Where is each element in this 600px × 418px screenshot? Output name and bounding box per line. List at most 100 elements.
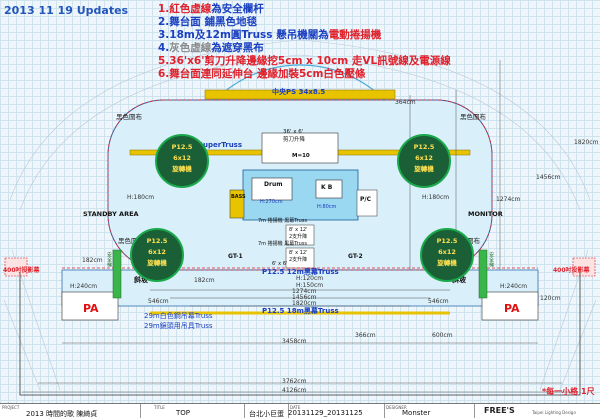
venue-value: 台北小巨蛋 <box>249 410 284 418</box>
note-segment: 5.36'x6'剪刀升降邊緣挖5cm x 10cm 走VL訊號線及電源線 <box>158 55 451 67</box>
dim-1456-b: 1456cm <box>292 294 317 301</box>
lift-8x12-a <box>285 224 315 246</box>
title-key: TITLE <box>154 405 165 410</box>
project-value: 2013 時間的歌 陳綺貞 <box>26 410 98 418</box>
kb-label: K B <box>321 184 333 191</box>
gt1-label: GT-1 <box>228 253 243 260</box>
title-cell: TITLE TOP <box>140 404 245 418</box>
note-segment: 6.舞台面連同延伸台 邊緣加裝5cm白色壓條 <box>158 68 366 80</box>
dim-1274: 1274cm <box>496 196 521 203</box>
safety-rail-stage <box>107 99 493 271</box>
screen-rotator-bl: P12.5 6x12 旋轉機 <box>130 228 184 282</box>
projector-left-frame <box>4 257 28 277</box>
standby-label: STANDBY AREA <box>83 210 139 218</box>
note-segment: 為安全欄杆 <box>211 3 264 15</box>
dim-182b: 182cm <box>194 277 215 284</box>
bass-label: BASS <box>231 194 246 200</box>
projector-right-label: 400吋投影幕 <box>553 267 590 274</box>
pa-right: PA <box>504 302 520 315</box>
center-ps-label: 中央PS 34x8.5 <box>272 88 326 96</box>
slope-right: 斜坡 <box>452 276 466 284</box>
projector-right-frame <box>572 257 596 277</box>
date-value: 20131129_20131125 <box>288 409 363 417</box>
dim-240-right: H:240cm <box>500 283 528 290</box>
kb-riser <box>315 179 343 199</box>
drum-height: H:270cm <box>260 199 283 205</box>
designer-cell: DESIGNER Monster <box>384 404 475 418</box>
black-curtain-bl: 黑色圍布 <box>118 237 144 245</box>
hoist-label-1: 7m 捲揚機 黑幕Truss <box>258 218 307 224</box>
venue-cell: 台北小巨蛋 <box>244 404 289 418</box>
dim-1456: 1456cm <box>536 174 561 181</box>
dim-3762: 3762cm <box>282 378 307 385</box>
riser-height: H:80cm <box>317 204 337 210</box>
date-cell: DATE 20131129_20131125 <box>288 404 385 418</box>
dim-3458: 3458cm <box>282 338 307 345</box>
note-segment: 3.18m及12m圓Truss 懸吊機關為 <box>158 29 329 41</box>
dim-120: 120cm <box>540 295 561 302</box>
center-ps-bar <box>204 89 396 100</box>
note-line: 4.灰色虛線為遮穿黑布 <box>158 42 451 55</box>
note-segment: 灰色虛線 <box>169 42 212 54</box>
drum-riser <box>251 177 293 201</box>
note-segment: 4. <box>158 42 170 54</box>
screen-rotator-tl: P12.5 6x12 旋轉機 <box>155 134 209 188</box>
black-truss-label: 29m鏡頭用吊具Truss <box>144 322 213 330</box>
dim-180-right: H:180cm <box>422 194 450 201</box>
projector-left-label: 400吋投影幕 <box>3 267 40 274</box>
designer-key: DESIGNER <box>386 405 407 410</box>
scissor-label: 36' x 6' <box>283 129 304 135</box>
lift-label-a: 8' x 12' <box>289 227 308 233</box>
project-cell: PROJECT 2013 時間的歌 陳綺貞 <box>0 404 141 418</box>
lift-label-b2: 2支升降 <box>289 257 308 263</box>
dim-h120: H:120cm <box>296 275 324 282</box>
lift-label-a2: 2支升降 <box>289 234 308 240</box>
dimension-lines <box>22 60 578 393</box>
screen-rotator-tr: P12.5 6x12 旋轉機 <box>397 134 451 188</box>
designer-value: Monster <box>402 409 431 417</box>
black-curtain-tr: 黑色圍布 <box>460 113 486 121</box>
date-key: DATE <box>290 405 301 410</box>
gt2-label: GT-2 <box>348 253 363 260</box>
scissor-label-2: 剪刀升降 <box>283 137 306 143</box>
dim-h150: H:150cm <box>296 282 324 289</box>
lift-label-b: 8' x 12' <box>289 250 308 256</box>
dim-1274-b: 1274cm <box>292 288 317 295</box>
scissor-label-3: M=10 <box>292 153 310 159</box>
company-logo: FREE'S <box>484 406 515 415</box>
dim-546-left: 546cm <box>148 298 169 305</box>
truss-18m-label: P12.5 18m黑幕Truss <box>262 307 339 315</box>
stage-6x6-label: 6' x 6' <box>272 261 288 267</box>
safety-ladder-right-label: 安全梯 <box>488 252 494 267</box>
floor-outline <box>19 272 581 396</box>
title-block: PROJECT 2013 時間的歌 陳綺貞 TITLE TOP 台北小巨蛋 DA… <box>0 403 600 418</box>
dim-240-left: H:240cm <box>70 283 98 290</box>
dim-1820-c: 1820cm <box>292 300 317 307</box>
note-segment: 為遮穿黑布 <box>211 42 264 54</box>
note-segment: 1. <box>158 3 170 15</box>
dim-546-right: 546cm <box>428 298 449 305</box>
note-line: 3.18m及12m圓Truss 懸吊機關為電動捲揚機 <box>158 29 451 42</box>
pc-label: P/C <box>360 196 371 203</box>
company-sub: Taipei Lighting Design <box>532 410 576 415</box>
dim-182-left: 182cm <box>82 257 103 264</box>
pc-riser <box>356 189 378 217</box>
logo-cell: FREE'S Taipei Lighting Design <box>474 404 600 418</box>
note-segment: 2.舞台面 鋪黑色地毯 <box>158 16 257 28</box>
note-line: 5.36'x6'剪刀升降邊緣挖5cm x 10cm 走VL訊號線及電源線 <box>158 55 451 68</box>
safety-ladder-left <box>112 249 122 299</box>
pa-right-box <box>481 291 539 321</box>
black-curtain-tl: 黑色圍布 <box>116 113 142 121</box>
bass-riser <box>229 189 245 219</box>
dim-180-left: H:180cm <box>127 194 155 201</box>
safety-ladder-left-label: 安全梯 <box>106 252 112 267</box>
dim-366: 366cm <box>355 332 376 339</box>
note-line: 1.紅色虛線為安全欄杆 <box>158 3 451 16</box>
super-truss-label: SuperTruss <box>198 141 243 149</box>
pa-left-box <box>61 291 119 321</box>
dim-600: 600cm <box>432 332 453 339</box>
monitor-label: MONITOR <box>468 210 503 218</box>
dim-364: 364cm <box>395 99 416 106</box>
